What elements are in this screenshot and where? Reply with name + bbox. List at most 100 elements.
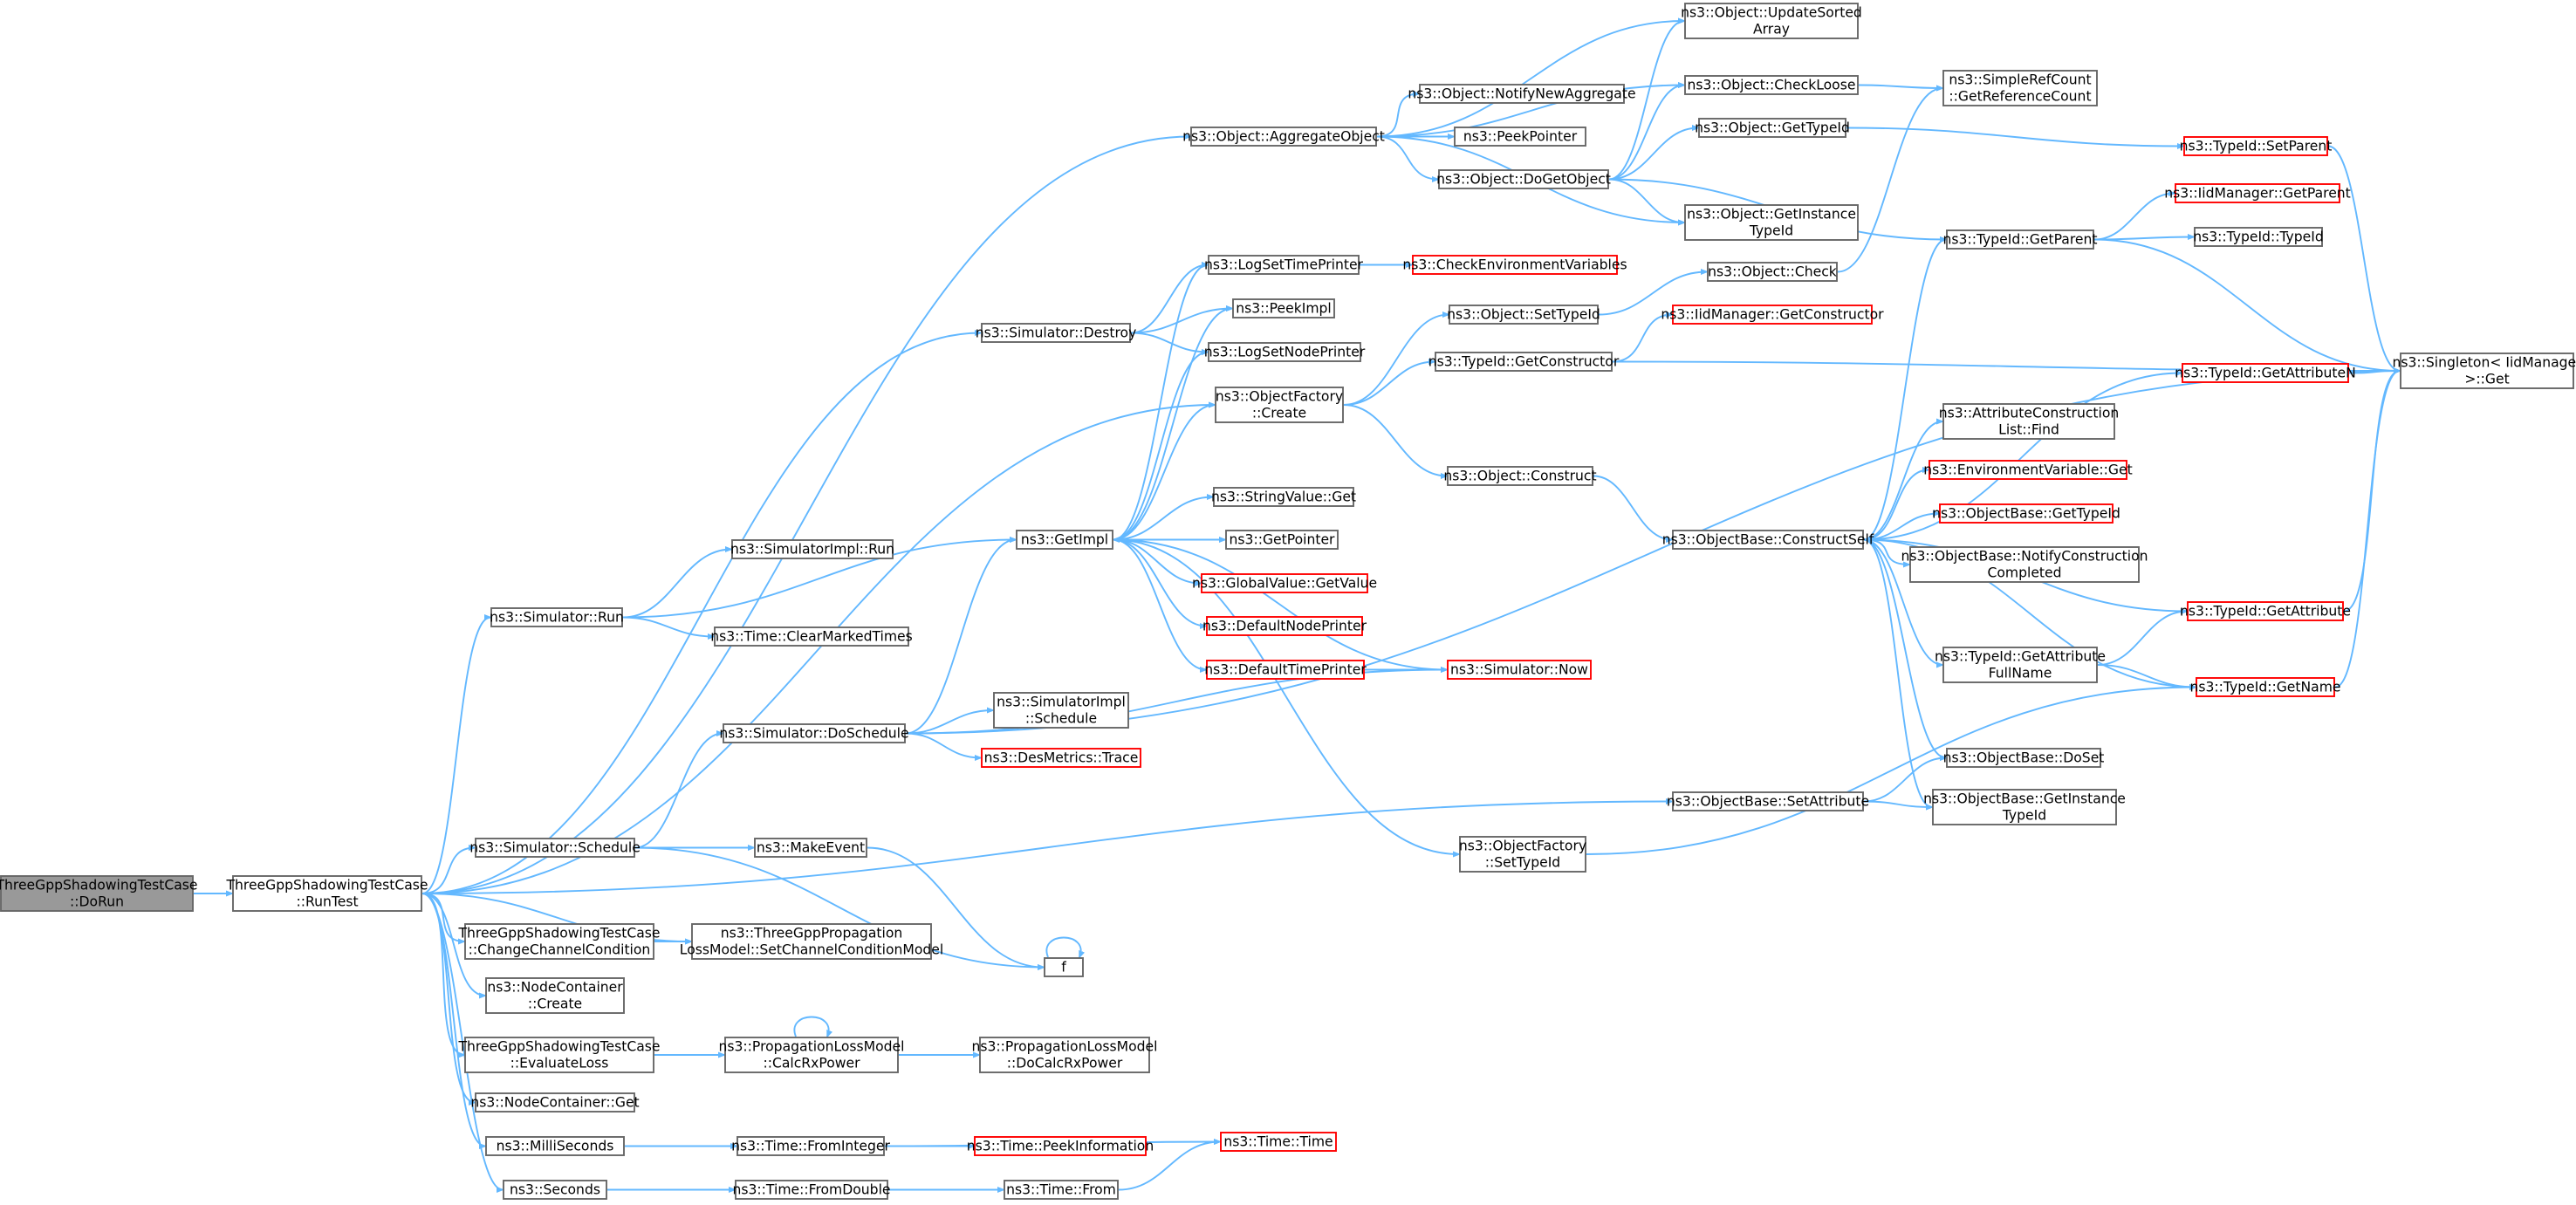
node-srcgetref[interactable]: ns3::SimpleRefCount::GetReferenceCount: [1942, 70, 2098, 106]
node-iidmgetparent[interactable]: ns3::IidManager::GetParent: [2164, 183, 2351, 203]
edge-aggregate-to-notifynewagg: [1376, 94, 1419, 138]
node-deftimeprinter[interactable]: ns3::DefaultTimePrinter: [1204, 660, 1367, 680]
node-simnow[interactable]: ns3::Simulator::Now: [1447, 660, 1592, 680]
nodes-layer: ThreeGppShadowingTestCase::DoRunThreeGpp…: [0, 3, 2576, 1200]
edge-objfactsettypeid-to-typeidgetname: [1586, 688, 2196, 855]
node-peekpointer[interactable]: ns3::PeekPointer: [1454, 127, 1586, 147]
node-box: [981, 323, 1131, 343]
node-label: ns3::TypeId::GetAttribute: [2180, 604, 2351, 620]
node-label: ns3::SimulatorImpl: [997, 695, 1126, 710]
node-timefromint[interactable]: ns3::Time::FromInteger: [731, 1136, 890, 1156]
node-label: ns3::Singleton< IidManager: [2392, 355, 2576, 371]
node-simimplsched[interactable]: ns3::SimulatorImpl::Schedule: [993, 692, 1129, 729]
node-objconstruct[interactable]: ns3::Object::Construct: [1443, 466, 1597, 486]
node-label: ns3::NodeContainer: [487, 980, 623, 996]
node-notifynewagg[interactable]: ns3::Object::NotifyNewAggregate: [1408, 84, 1636, 104]
node-objbasegettypeid[interactable]: ns3::ObjectBase::GetTypeId: [1932, 503, 2120, 524]
edge-getimpl-to-stringvalueget: [1113, 497, 1213, 541]
node-logsetnode[interactable]: ns3::LogSetNodePrinter: [1204, 342, 1366, 362]
node-getimpl[interactable]: ns3::GetImpl: [1016, 530, 1113, 550]
edge-getimpl-to-objfactcreate: [1113, 405, 1215, 541]
node-typeidgetparent[interactable]: ns3::TypeId::GetParent: [1943, 229, 2098, 250]
node-objgettypeid[interactable]: ns3::Object::GetTypeId: [1695, 118, 1850, 138]
node-typeidgetctor[interactable]: ns3::TypeId::GetConstructor: [1428, 352, 1620, 372]
node-label: ns3::GlobalValue::GetValue: [1192, 576, 1377, 592]
node-timetime[interactable]: ns3::Time::Time: [1220, 1132, 1337, 1152]
node-label: ns3::Simulator::Run: [490, 610, 624, 626]
node-iidmgetctor[interactable]: ns3::IidManager::GetConstructor: [1661, 305, 1884, 325]
edge-objgettypeid-to-typeidsetparent: [1846, 127, 2183, 147]
node-box: [485, 1136, 625, 1156]
node-label: ns3::SimulatorImpl::Run: [730, 542, 894, 558]
node-objsettypeid[interactable]: ns3::Object::SetTypeId: [1447, 305, 1600, 325]
node-box: [1232, 298, 1335, 318]
node-logsettime[interactable]: ns3::LogSetTimePrinter: [1204, 255, 1364, 275]
node-timeclear[interactable]: ns3::Time::ClearMarkedTimes: [710, 626, 913, 647]
node-label: ::ChangeChannelCondition: [469, 942, 651, 958]
node-typeidgetname[interactable]: ns3::TypeId::GetName: [2189, 677, 2341, 697]
node-box: [1684, 3, 1859, 39]
node-timefrom[interactable]: ns3::Time::From: [1004, 1180, 1119, 1200]
node-getpointer[interactable]: ns3::GetPointer: [1225, 530, 1339, 550]
node-checkenv[interactable]: ns3::CheckEnvironmentVariables: [1402, 255, 1627, 275]
node-typeidgetattrn[interactable]: ns3::TypeId::GetAttributeN: [2175, 363, 2356, 383]
node-simdosched[interactable]: ns3::Simulator::DoSchedule: [719, 723, 909, 743]
node-label: ns3::ObjectBase::GetInstance: [1923, 791, 2126, 807]
node-typeidtypeid[interactable]: ns3::TypeId::TypeId: [2193, 227, 2324, 247]
node-peekimpl[interactable]: ns3::PeekImpl: [1232, 298, 1335, 318]
node-nodecontget[interactable]: ns3::NodeContainer::Get: [470, 1092, 640, 1113]
node-objfactcreate[interactable]: ns3::ObjectFactory::Create: [1215, 387, 1344, 423]
node-seconds[interactable]: ns3::Seconds: [503, 1180, 607, 1200]
node-nodecontcreate[interactable]: ns3::NodeContainer::Create: [485, 977, 625, 1014]
node-label: ns3::ObjectBase::DoSet: [1943, 750, 2105, 766]
node-box: [1215, 387, 1344, 423]
node-peekinfo[interactable]: ns3::Time::PeekInformation: [967, 1136, 1154, 1156]
node-globalvalue[interactable]: ns3::GlobalValue::GetValue: [1192, 573, 1377, 593]
node-stringvalueget[interactable]: ns3::StringValue::Get: [1211, 487, 1356, 507]
node-objfactsettypeid[interactable]: ns3::ObjectFactory::SetTypeId: [1459, 836, 1586, 873]
node-runtest[interactable]: ThreeGppShadowingTestCase::RunTest: [225, 875, 428, 912]
node-changechan[interactable]: ThreeGppShadowingTestCase::ChangeChannel…: [457, 923, 661, 960]
node-dogetobject[interactable]: ns3::Object::DoGetObject: [1436, 169, 1611, 189]
edge-aggregate-to-updsorted: [1376, 21, 1684, 138]
node-simrun[interactable]: ns3::Simulator::Run: [490, 607, 624, 627]
node-objcheck[interactable]: ns3::Object::Check: [1707, 262, 1838, 282]
node-simimplrun[interactable]: ns3::SimulatorImpl::Run: [730, 539, 894, 559]
node-desmetrics[interactable]: ns3::DesMetrics::Trace: [981, 748, 1141, 768]
node-box: [2183, 136, 2328, 156]
node-simdestroy[interactable]: ns3::Simulator::Destroy: [976, 323, 1137, 343]
node-objbaseconstruct[interactable]: ns3::ObjectBase::ConstructSelf: [1662, 530, 1874, 550]
node-makeevent[interactable]: ns3::MakeEvent: [754, 838, 867, 858]
node-box: [1946, 229, 2094, 250]
node-setchanmodel[interactable]: ns3::ThreeGppPropagationLossModel::SetCh…: [680, 923, 943, 960]
node-docalcrx[interactable]: ns3::PropagationLossModel::DoCalcRxPower: [972, 1037, 1158, 1073]
node-typeidsetparent[interactable]: ns3::TypeId::SetParent: [2180, 136, 2333, 156]
node-label: ns3::DefaultTimePrinter: [1204, 662, 1367, 678]
node-typeidgetattr[interactable]: ns3::TypeId::GetAttribute: [2180, 601, 2351, 621]
node-box: [485, 977, 625, 1014]
node-singleton[interactable]: ns3::Singleton< IidManager >::Get: [2392, 353, 2576, 389]
node-label: ::Create: [528, 996, 582, 1012]
node-defnodeprinter[interactable]: ns3::DefaultNodePrinter: [1202, 616, 1367, 636]
node-calcrx[interactable]: ns3::PropagationLossModel::CalcRxPower: [719, 1037, 905, 1073]
node-timefromdouble[interactable]: ns3::Time::FromDouble: [733, 1180, 891, 1200]
node-fnode[interactable]: f: [1044, 957, 1084, 977]
node-objbasedoset[interactable]: ns3::ObjectBase::DoSet: [1943, 748, 2105, 768]
node-notifyconstr[interactable]: ns3::ObjectBase::NotifyConstructionCompl…: [1901, 546, 2148, 583]
node-checkloose[interactable]: ns3::Object::CheckLoose: [1684, 75, 1859, 95]
node-simsched[interactable]: ns3::Simulator::Schedule: [469, 838, 641, 858]
node-aggregate[interactable]: ns3::Object::AggregateObject: [1182, 127, 1385, 147]
node-box: [1213, 487, 1354, 507]
node-objbasesetattr[interactable]: ns3::ObjectBase::SetAttribute: [1667, 791, 1869, 811]
node-dorun[interactable]: ThreeGppShadowingTestCase::DoRun: [0, 875, 198, 912]
node-box: [2196, 677, 2335, 697]
edge-typeidgetname-to-singleton: [2334, 371, 2400, 688]
node-evaluateloss[interactable]: ThreeGppShadowingTestCase::EvaluateLoss: [457, 1037, 661, 1073]
node-milliseconds[interactable]: ns3::MilliSeconds: [485, 1136, 625, 1156]
node-envvarget[interactable]: ns3::EnvironmentVariable::Get: [1923, 460, 2133, 480]
